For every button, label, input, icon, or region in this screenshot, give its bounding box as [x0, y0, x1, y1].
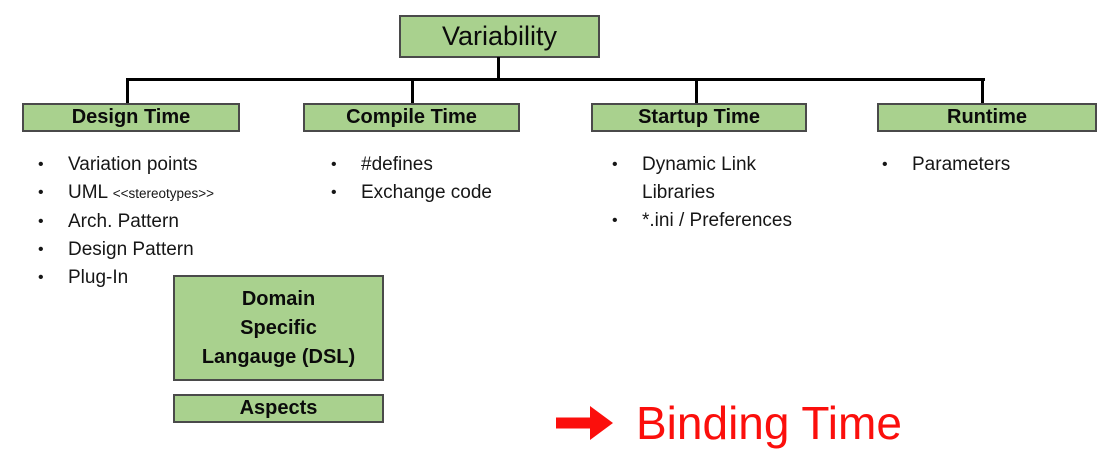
list-item: • Plug-In: [36, 264, 296, 292]
bullet-icon: •: [38, 156, 44, 173]
category-box-startup-time: Startup Time: [591, 103, 807, 132]
list-item: • Exchange code: [329, 179, 559, 207]
category-box-compile-time: Compile Time: [303, 103, 520, 132]
list-item-text: Plug-In: [68, 267, 129, 288]
bullet-icon: •: [38, 213, 44, 230]
bullet-icon: •: [38, 241, 44, 258]
connector-horizontal: [126, 78, 985, 81]
bullet-icon: •: [882, 156, 888, 173]
connector-stub-runtime: [981, 78, 984, 104]
list-item: • UML <<stereotypes>>: [36, 179, 296, 208]
list-item: • #defines: [329, 151, 559, 179]
list-item: • Variation points: [36, 151, 296, 179]
bullet-icon: •: [331, 156, 337, 173]
bullet-icon: •: [38, 269, 44, 286]
variability-root-label: Variability: [441, 21, 558, 51]
list-item-text: Exchange code: [361, 182, 492, 203]
stereotypes-note: <<stereotypes>>: [112, 186, 215, 201]
design-time-list: • Variation points • UML <<stereotypes>>…: [36, 151, 296, 292]
compile-time-list: • #defines • Exchange code: [329, 151, 559, 207]
category-label-runtime: Runtime: [947, 106, 1027, 128]
bullet-icon: •: [331, 184, 337, 201]
list-item: • Dynamic Link Libraries: [610, 151, 802, 207]
list-item-text: Parameters: [912, 154, 1011, 175]
list-item-text: Arch. Pattern: [68, 211, 179, 232]
category-box-design-time: Design Time: [22, 103, 240, 132]
connector-stub-design: [126, 78, 129, 104]
category-label-compile-time: Compile Time: [346, 106, 477, 128]
dsl-box-label: Domain Specific Langauge (DSL): [201, 287, 356, 368]
category-label-design-time: Design Time: [71, 106, 191, 128]
list-item-text: Variation points: [68, 154, 198, 175]
list-item: • Design Pattern: [36, 236, 296, 264]
startup-time-list: • Dynamic Link Libraries • *.ini / Prefe…: [610, 151, 802, 235]
list-item-text: #defines: [361, 154, 433, 175]
list-item-text: Design Pattern: [68, 239, 194, 260]
connector-stub-compile: [411, 78, 414, 104]
list-item-text: UML <<stereotypes>>: [68, 179, 296, 208]
category-label-startup-time: Startup Time: [638, 106, 760, 128]
connector-root-stub: [497, 57, 500, 81]
aspects-box: Aspects: [173, 394, 384, 423]
bullet-icon: •: [612, 156, 618, 173]
variability-root-box: Variability: [399, 15, 600, 58]
bullet-icon: •: [612, 212, 618, 229]
bullet-icon: •: [38, 184, 44, 201]
list-item: • *.ini / Preferences: [610, 207, 802, 235]
binding-time-annotation: Binding Time: [556, 394, 902, 452]
binding-time-label: Binding Time: [636, 397, 902, 449]
connector-stub-startup: [695, 78, 698, 104]
right-arrow-icon: [556, 406, 613, 440]
list-item-text: Dynamic Link Libraries: [642, 154, 757, 203]
uml-label: UML: [68, 182, 108, 203]
runtime-list: • Parameters: [880, 151, 1090, 179]
list-item-text: *.ini / Preferences: [642, 210, 792, 231]
aspects-box-label: Aspects: [239, 397, 318, 419]
list-item: • Arch. Pattern: [36, 208, 296, 236]
dsl-box: Domain Specific Langauge (DSL): [173, 275, 384, 381]
list-item: • Parameters: [880, 151, 1090, 179]
category-box-runtime: Runtime: [877, 103, 1097, 132]
